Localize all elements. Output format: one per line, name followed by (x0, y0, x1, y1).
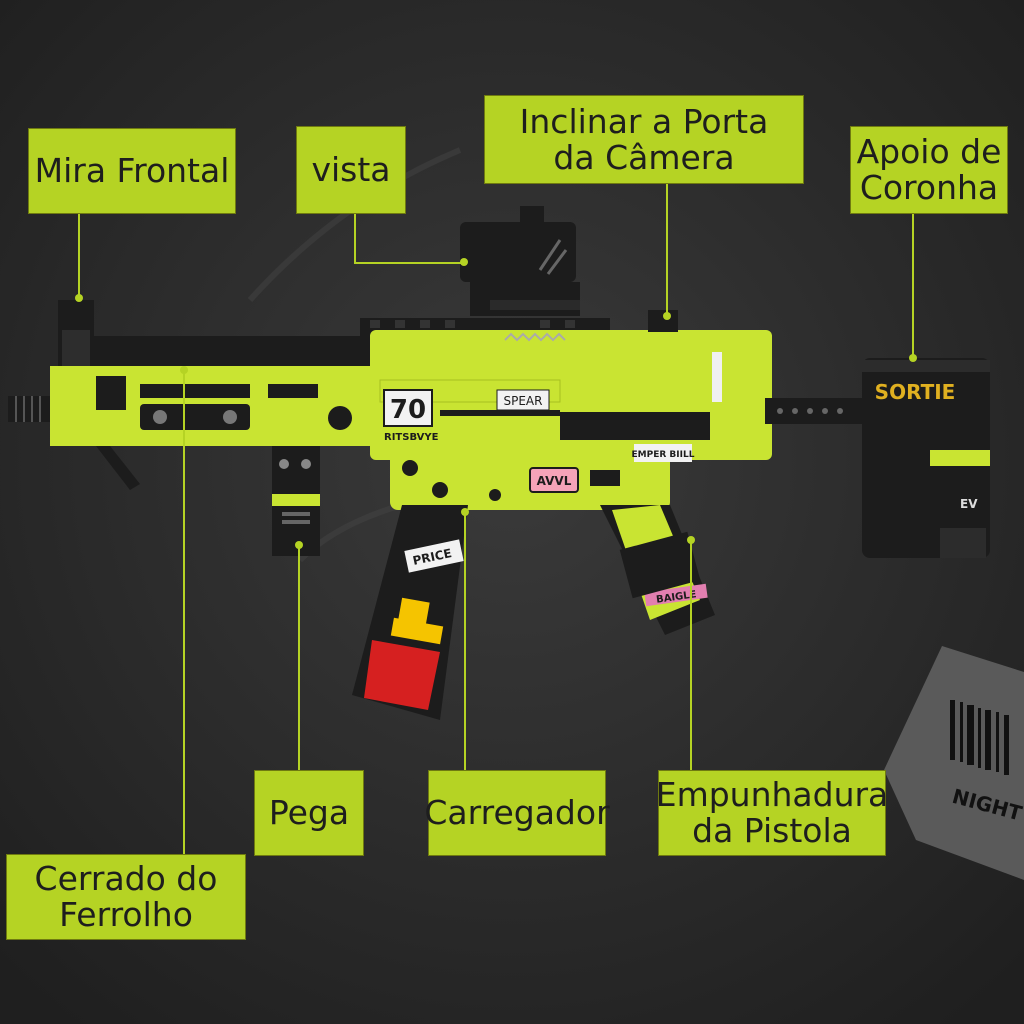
label-camera-line1: Inclinar a Porta (519, 101, 769, 141)
label-pistola: Empunhadura da Pistola (655, 770, 889, 856)
marking-avvl: AVVL (537, 474, 572, 488)
marking-spear: SPEAR (504, 394, 543, 408)
label-camera: Inclinar a Porta da Câmera (484, 95, 804, 184)
vertical-grip (272, 446, 320, 556)
stock-brace (862, 358, 990, 558)
leader-carregador (464, 512, 466, 770)
anchor-mira-frontal (75, 294, 83, 302)
label-vista: vista (296, 126, 406, 214)
anchor-ferrolho (180, 366, 188, 374)
label-pega: Pega (254, 770, 364, 856)
marking-number: 70 (390, 395, 426, 425)
anchor-pega (295, 541, 303, 549)
label-vista-text: vista (311, 150, 391, 189)
anchor-pistola (687, 536, 695, 544)
label-pistola-line1: Empunhadura (655, 775, 889, 814)
label-carregador: Carregador (424, 770, 610, 856)
leader-vista-h (354, 262, 462, 264)
ember-patch (634, 444, 692, 462)
label-mira-frontal: Mira Frontal (28, 128, 236, 214)
leader-mira-frontal (78, 214, 80, 298)
spear-patch (496, 389, 550, 411)
leader-camera (666, 184, 668, 314)
red-dot-sight (460, 206, 580, 342)
label-ferrolho: Cerrado do Ferrolho (6, 854, 246, 940)
anchor-vista (460, 258, 468, 266)
number-patch (383, 389, 433, 427)
price-patch (404, 539, 464, 573)
pistol-grip: BAIGLE (600, 505, 715, 635)
label-mira-frontal-text: Mira Frontal (34, 151, 230, 190)
anchor-camera (663, 312, 671, 320)
marking-stock-brand: SORTIE (875, 380, 956, 404)
label-pistola-line2: da Pistola (692, 811, 852, 850)
label-ferrolho-line1: Cerrado do (34, 859, 218, 898)
magazine: PRICE (352, 505, 468, 720)
front-bracket (96, 446, 140, 490)
label-camera-line2: da Câmera (553, 137, 735, 177)
toy-gun: 70 RITSBVYE SPEAR EMPER BIILL AVVL PRICE (8, 206, 990, 720)
marking-ember: EMPER BIILL (632, 450, 695, 460)
leader-pega (298, 545, 300, 770)
label-carregador-text: Carregador (424, 793, 610, 832)
leader-ferrolho (183, 370, 185, 854)
marking-under-number: RITSBVYE (384, 432, 439, 443)
avvl-patch (529, 467, 579, 493)
label-pega-text: Pega (268, 793, 350, 832)
leader-pistola (690, 540, 692, 770)
label-coronha: Apoio de Coronha (850, 126, 1008, 214)
label-ferrolho-line2: Ferrolho (59, 895, 193, 934)
barcode-tag: NIGHT (884, 646, 1024, 880)
leader-coronha (912, 214, 914, 358)
anchor-coronha (909, 354, 917, 362)
marking-stock-small: EV (960, 497, 978, 511)
label-coronha-line1: Apoio de (856, 132, 1002, 171)
label-coronha-line2: Coronha (859, 168, 999, 207)
leader-vista-v (354, 214, 356, 264)
anchor-carregador (461, 508, 469, 516)
